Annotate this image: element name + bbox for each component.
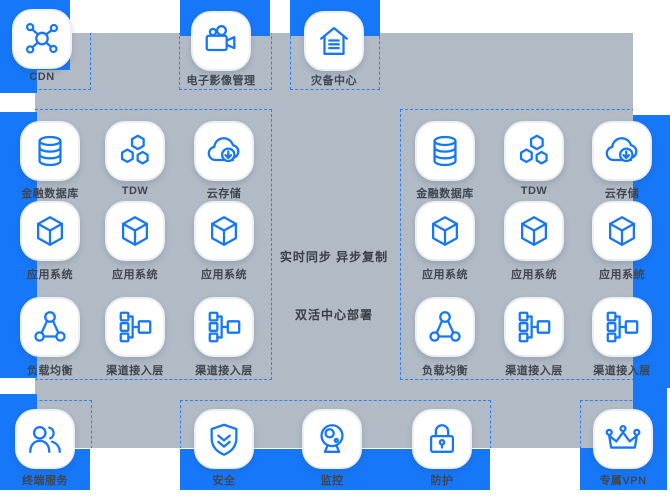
group-box-right-cluster: [400, 109, 633, 380]
protection-card[interactable]: [412, 409, 472, 469]
database-icon: [433, 135, 457, 167]
video-camera-icon: [205, 25, 236, 52]
video-card[interactable]: [191, 11, 251, 71]
crown-icon: [605, 424, 641, 449]
node-label: TDW: [121, 185, 149, 197]
app-card[interactable]: [20, 201, 80, 261]
group-box-cdn: [35, 33, 91, 90]
group-box-video: [179, 33, 272, 90]
node-label: 应用系统: [511, 269, 557, 281]
hexagon-cluster-icon: [519, 134, 548, 165]
tdw-card[interactable]: [504, 121, 564, 181]
group-box-left-cluster: [35, 109, 272, 380]
node-label: 负载均衡: [422, 365, 468, 377]
cube-icon: [520, 216, 548, 246]
cube-icon: [431, 216, 459, 246]
node-label: 负载均衡: [27, 365, 73, 377]
hexagon-cluster-icon: [120, 134, 149, 165]
channel-card[interactable]: [194, 297, 254, 357]
cdn-card[interactable]: [12, 9, 72, 69]
node-label: 应用系统: [422, 269, 468, 281]
security-card[interactable]: [194, 409, 254, 469]
node-label: 监控: [320, 475, 344, 487]
node-label: 渠道接入层: [593, 365, 651, 377]
load-balancer-icon: [34, 311, 66, 342]
cube-icon: [121, 216, 149, 246]
tdw-card[interactable]: [105, 121, 165, 181]
node-label: 渠道接入层: [505, 365, 563, 377]
channel-card[interactable]: [504, 297, 564, 357]
flowchart-icon: [518, 311, 551, 343]
channel-card[interactable]: [592, 297, 652, 357]
node-label: TDW: [520, 185, 548, 197]
load-balancer-icon: [429, 311, 461, 342]
group-box-vpn: [580, 400, 633, 448]
node-label: 云存储: [604, 188, 640, 200]
node-label: 应用系统: [599, 269, 645, 281]
cube-icon: [210, 216, 238, 246]
node-label: 安全: [212, 475, 236, 487]
node-label: 金融数据库: [21, 188, 79, 200]
node-label: 应用系统: [27, 269, 73, 281]
app-card[interactable]: [592, 201, 652, 261]
node-label: 渠道接入层: [195, 365, 253, 377]
node-label: CDN: [29, 71, 55, 83]
disaster-recovery-house-icon: [320, 27, 348, 55]
group-box-terminal: [35, 400, 92, 448]
node-label: 渠道接入层: [106, 365, 164, 377]
users-icon: [29, 425, 61, 453]
monitor-card[interactable]: [302, 409, 362, 469]
node-label: 应用系统: [201, 269, 247, 281]
cloud-download-icon: [207, 137, 240, 163]
app-card[interactable]: [105, 201, 165, 261]
node-label: 金融数据库: [416, 188, 474, 200]
webcam-icon: [320, 424, 344, 453]
node-label: 防护: [430, 475, 454, 487]
node-label: 专属VPN: [599, 475, 647, 487]
lb-card[interactable]: [415, 297, 475, 357]
app-card[interactable]: [194, 201, 254, 261]
cdn-icon: [25, 22, 59, 54]
cube-icon: [36, 216, 64, 246]
cloud-download-icon: [605, 137, 638, 163]
app-card[interactable]: [415, 201, 475, 261]
group-box-security: [180, 400, 491, 448]
database-card[interactable]: [20, 121, 80, 181]
shield-check-icon: [210, 423, 238, 456]
vpn-card[interactable]: [593, 409, 653, 469]
flowchart-icon: [606, 311, 639, 343]
flowchart-icon: [208, 311, 241, 343]
database-icon: [38, 135, 62, 167]
cloud-card[interactable]: [592, 121, 652, 181]
lock-icon: [429, 424, 455, 453]
terminal-card[interactable]: [15, 409, 75, 469]
deploy-caption: 双活中心部署: [294, 308, 373, 322]
lb-card[interactable]: [20, 297, 80, 357]
node-label: 灾备中心: [311, 75, 357, 87]
sync-caption: 实时同步 异步复制: [279, 250, 389, 264]
cloud-card[interactable]: [194, 121, 254, 181]
database-card[interactable]: [415, 121, 475, 181]
group-box-disaster-recovery: [290, 33, 380, 90]
flowchart-icon: [119, 311, 152, 343]
node-label: 云存储: [206, 188, 242, 200]
node-label: 终端服务: [22, 475, 68, 487]
app-card[interactable]: [504, 201, 564, 261]
cube-icon: [608, 216, 636, 246]
channel-card[interactable]: [105, 297, 165, 357]
node-label: 应用系统: [112, 269, 158, 281]
node-label: 电子影像管理: [186, 75, 256, 87]
disaster-card[interactable]: [304, 11, 364, 71]
